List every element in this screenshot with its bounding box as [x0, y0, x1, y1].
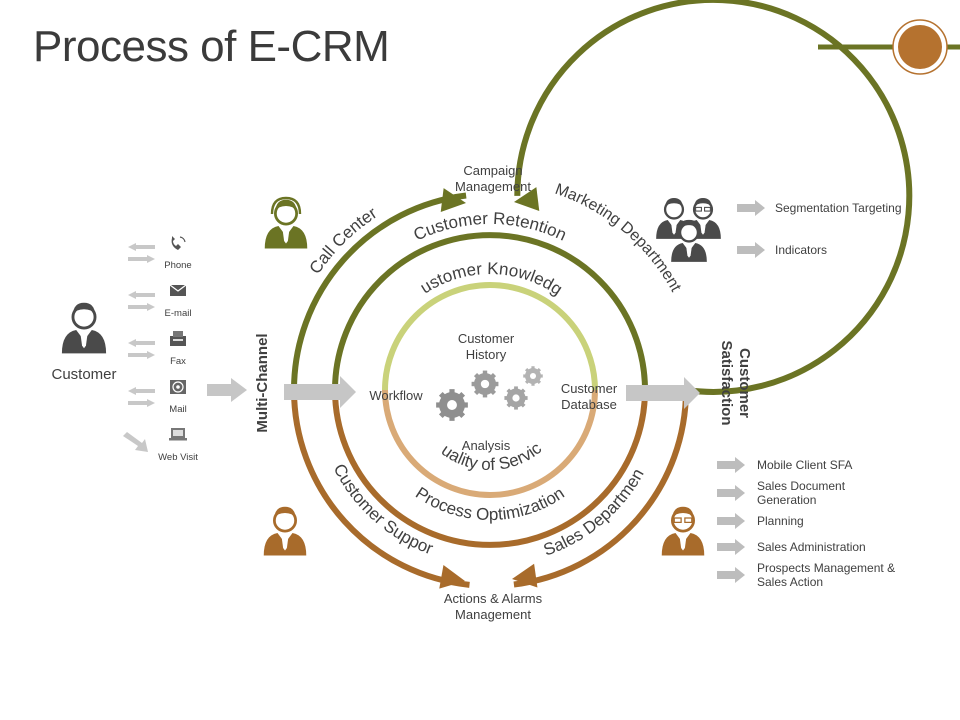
sales-output-arrow: [717, 567, 745, 583]
marketing-output-label: Segmentation Targeting: [775, 201, 902, 215]
channel-double-arrow: [128, 291, 155, 311]
call-center-arrowhead: [440, 188, 466, 212]
headset-icon: [270, 196, 302, 215]
team-member-front: [671, 219, 707, 262]
gear-tiny-icon: [523, 366, 543, 386]
customer-history-label-line-2: History: [466, 347, 507, 362]
sales-output-label: Mobile Client SFA: [757, 458, 852, 472]
actions-alarms-label-line-1: Actions & Alarms: [444, 591, 543, 606]
channel-double-arrow: [128, 387, 155, 407]
sales-output-label: Planning: [757, 514, 804, 528]
customer-retention-label: Customer Retention: [411, 209, 570, 245]
multi-channel-label: Multi-Channel: [254, 333, 271, 432]
gear-medium-icon: [471, 370, 499, 398]
sales-output-arrow: [717, 513, 745, 529]
channel-diagonal-arrow: [123, 432, 148, 452]
fax-icon: [170, 331, 186, 346]
sales-output-label: Sales Action: [757, 575, 823, 589]
channel-label-e-mail: E-mail: [165, 308, 192, 319]
phone-icon: [171, 236, 186, 250]
ring-outer-bottom-left: [291, 389, 470, 588]
customer-database-label-line-1: Customer: [561, 381, 618, 396]
gear-small-icon: [504, 386, 528, 410]
sales-person-icon: [661, 506, 705, 556]
deco-circle: [898, 25, 942, 69]
campaign-management-label-line-2: Management: [455, 179, 531, 194]
sales-dept-arrowhead: [512, 563, 538, 588]
channel-double-arrow: [128, 243, 155, 263]
sales-output-arrow: [717, 539, 745, 555]
ring-outer-top-left: [291, 192, 467, 391]
customer-history-label-line-1: Customer: [458, 331, 515, 346]
sales-output-label: Sales Document: [757, 479, 846, 493]
customer-satisfaction-label-line-1: Customer: [736, 348, 753, 418]
sales-output-label: Sales Administration: [757, 540, 866, 554]
ring-process-optimization: [332, 389, 648, 548]
sales-output-arrow: [717, 485, 745, 501]
marketing-team-icon: [656, 197, 721, 262]
customer-support-person-icon: [263, 506, 307, 556]
marketing-output-arrow: [737, 242, 765, 258]
email-icon: [169, 284, 187, 296]
web-visit-icon: [169, 428, 187, 441]
channel-label-fax: Fax: [170, 356, 186, 367]
workflow-entry-arrow: [284, 376, 356, 408]
sales-output-arrow: [717, 457, 745, 473]
call-center-agent-icon: [264, 199, 308, 249]
ring-outer-bottom-right: [513, 389, 689, 588]
process-optimization-label: Process Optimization: [412, 483, 568, 524]
analysis-label: Analysis: [462, 438, 511, 453]
channel-label-web-visit: Web Visit: [158, 452, 198, 463]
marketing-output-arrow: [737, 200, 765, 216]
customer-support-arrowhead: [439, 565, 465, 589]
customer-support-label: Customer Support: [0, 0, 436, 558]
sales-output-label: Prospects Management &: [757, 561, 895, 575]
database-exit-arrow: [626, 377, 700, 409]
customer-label: Customer: [51, 366, 116, 383]
page-title: Process of E-CRM: [33, 22, 390, 71]
channel-label-phone: Phone: [164, 260, 191, 271]
multichannel-arrow: [207, 378, 247, 402]
workflow-label: Workflow: [369, 388, 423, 403]
actions-alarms-label-line-2: Management: [455, 607, 531, 622]
mail-icon: [170, 380, 186, 394]
call-center-label: Call Center: [305, 203, 380, 277]
customer-satisfaction-label-line-2: Satisfaction: [718, 340, 735, 425]
marketing-arrowhead: [514, 187, 540, 211]
campaign-management-label-line-1: Campaign: [463, 163, 522, 178]
customer-knowledge-label: Customer Knowledge: [0, 0, 566, 299]
ring-knowledge: [382, 282, 598, 391]
ring-outer-top-right: [514, 0, 913, 395]
sales-output-label: Generation: [757, 493, 816, 507]
customer-database-label-line-2: Database: [561, 397, 617, 412]
channel-double-arrow: [128, 339, 155, 359]
ring-quality: [382, 389, 598, 498]
channel-label-mail: Mail: [169, 404, 186, 415]
customer-person-icon: [61, 302, 107, 354]
ring-retention: [332, 232, 648, 391]
marketing-output-label: Indicators: [775, 243, 827, 257]
gear-large-icon: [436, 389, 468, 421]
